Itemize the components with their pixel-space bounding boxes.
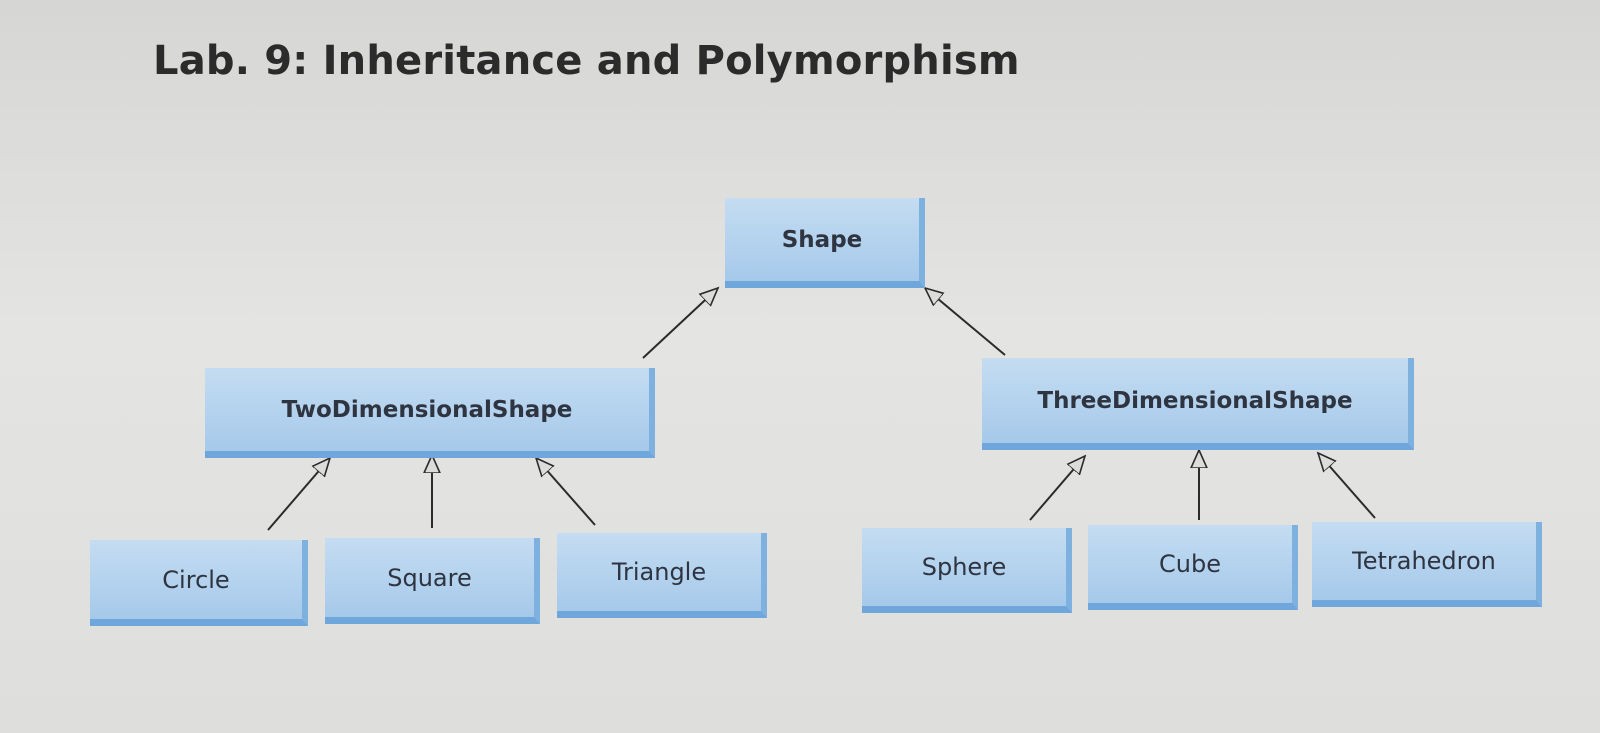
class-box-tetrahedron: Tetrahedron	[1312, 522, 1542, 607]
edge-tetrahedron-threedimensionalshape	[1318, 453, 1376, 519]
class-label-three-dimensional-shape: ThreeDimensionalShape	[1037, 387, 1353, 414]
edge-sphere-threedimensionalshape	[1029, 456, 1085, 521]
edge-circle-twodimensionalshape	[267, 458, 330, 531]
class-box-cube: Cube	[1088, 525, 1298, 610]
class-label-square: Square	[387, 563, 472, 592]
class-box-triangle: Triangle	[557, 533, 767, 618]
class-label-two-dimensional-shape: TwoDimensionalShape	[281, 396, 573, 423]
class-label-cube: Cube	[1159, 550, 1221, 578]
class-label-sphere: Sphere	[921, 553, 1007, 581]
edge-twodimensionalshape-shape	[642, 288, 718, 359]
edge-threedimensionalshape-shape	[925, 288, 1006, 356]
page-title: Lab. 9: Inheritance and Polymorphism	[153, 38, 1020, 84]
edge-triangle-twodimensionalshape	[536, 458, 596, 526]
class-box-three-dimensional-shape: ThreeDimensionalShape	[982, 358, 1414, 450]
class-box-two-dimensional-shape: TwoDimensionalShape	[205, 368, 655, 458]
class-label-circle: Circle	[162, 565, 230, 594]
class-box-shape: Shape	[725, 198, 925, 288]
class-box-circle: Circle	[90, 540, 308, 626]
class-label-tetrahedron: Tetrahedron	[1352, 547, 1496, 575]
class-box-square: Square	[325, 538, 540, 624]
class-label-shape: Shape	[781, 226, 863, 253]
class-box-sphere: Sphere	[862, 528, 1072, 613]
class-label-triangle: Triangle	[611, 558, 707, 586]
